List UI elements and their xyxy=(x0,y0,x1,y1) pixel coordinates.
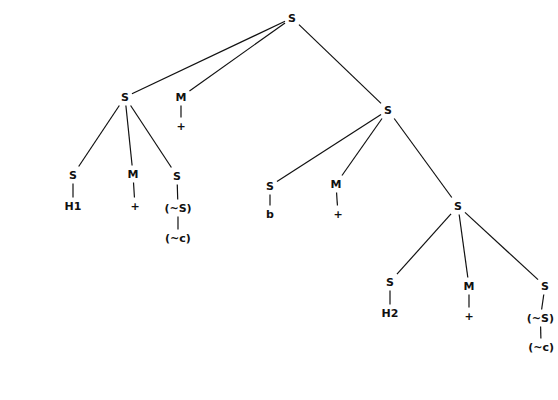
symbol-text: M xyxy=(128,168,139,181)
symbol-text: + xyxy=(333,208,342,221)
symbol-text: S xyxy=(69,169,77,182)
symbol-text: (~c) xyxy=(528,341,554,354)
tree-label: S xyxy=(382,103,394,118)
tree-label: S xyxy=(67,168,79,183)
symbol-text: S xyxy=(288,12,296,25)
symbol-text: S xyxy=(541,280,549,293)
tree-branch xyxy=(180,106,181,118)
symbol-text: H1 xyxy=(65,200,82,213)
tree-branch xyxy=(72,184,73,198)
tree-branch xyxy=(397,214,451,274)
tree-branch xyxy=(131,106,172,168)
tree-label: + xyxy=(331,207,344,222)
tree-label: S xyxy=(384,275,396,290)
symbol-text: + xyxy=(464,310,473,323)
symbol-text: (~S) xyxy=(164,202,191,215)
tree-label: S xyxy=(264,179,276,194)
tree-label: (~S) xyxy=(525,311,556,326)
tree-branch xyxy=(133,183,135,198)
tree-label: M xyxy=(126,167,141,182)
symbol-text: S xyxy=(454,200,462,213)
tree-label: + xyxy=(462,309,475,324)
tree-label: M xyxy=(462,279,477,294)
tree-branch xyxy=(269,195,270,206)
tree-branch xyxy=(277,114,381,181)
symbol-text: S xyxy=(266,180,274,193)
tree-label: + xyxy=(128,199,141,214)
symbol-text: + xyxy=(176,120,185,133)
tree-branch xyxy=(299,25,381,104)
symbol-text: S xyxy=(121,91,129,104)
tree-label: M xyxy=(329,177,344,192)
tree-branch xyxy=(79,106,120,167)
tree-branch xyxy=(465,212,538,279)
tree-label: S xyxy=(286,11,298,26)
symbol-text: S xyxy=(173,170,181,183)
symbol-text: H2 xyxy=(382,307,399,320)
tree-branch xyxy=(177,217,178,230)
symbol-text: S xyxy=(384,104,392,117)
symbol-text: M xyxy=(176,91,187,104)
symbol-text: M xyxy=(331,178,342,191)
tree-branch xyxy=(394,119,452,198)
tree-label: (~S) xyxy=(162,201,193,216)
tree-branch xyxy=(189,23,285,91)
symbol-text: (~S) xyxy=(527,312,554,325)
tree-label: H2 xyxy=(380,306,401,321)
tree-label: S xyxy=(452,199,464,214)
symbol-text: + xyxy=(130,200,139,213)
symbol-text: M xyxy=(464,280,475,293)
tree-branch xyxy=(132,21,285,93)
tree-label: H1 xyxy=(63,199,84,214)
tree-label: M xyxy=(174,90,189,105)
tree-branch xyxy=(389,291,390,305)
tree-label: + xyxy=(174,119,187,134)
tree-label: S xyxy=(539,279,551,294)
tree-label: b xyxy=(264,207,276,222)
tree-branch xyxy=(177,185,179,200)
tree-branch xyxy=(459,215,468,278)
symbol-text: b xyxy=(266,208,274,221)
symbol-text: (~c) xyxy=(165,232,191,245)
tree-branch xyxy=(342,119,382,176)
tree-label: (~c) xyxy=(526,340,556,355)
tree-label: (~c) xyxy=(163,231,193,246)
tree-label: S xyxy=(171,169,183,184)
symbol-text: S xyxy=(386,276,394,289)
tree-branch xyxy=(468,295,469,308)
tree-branch xyxy=(336,193,338,206)
tree-branch xyxy=(542,295,544,310)
tree-label: S xyxy=(119,90,131,105)
tree-branch xyxy=(540,327,541,339)
tree-branch xyxy=(126,106,132,166)
